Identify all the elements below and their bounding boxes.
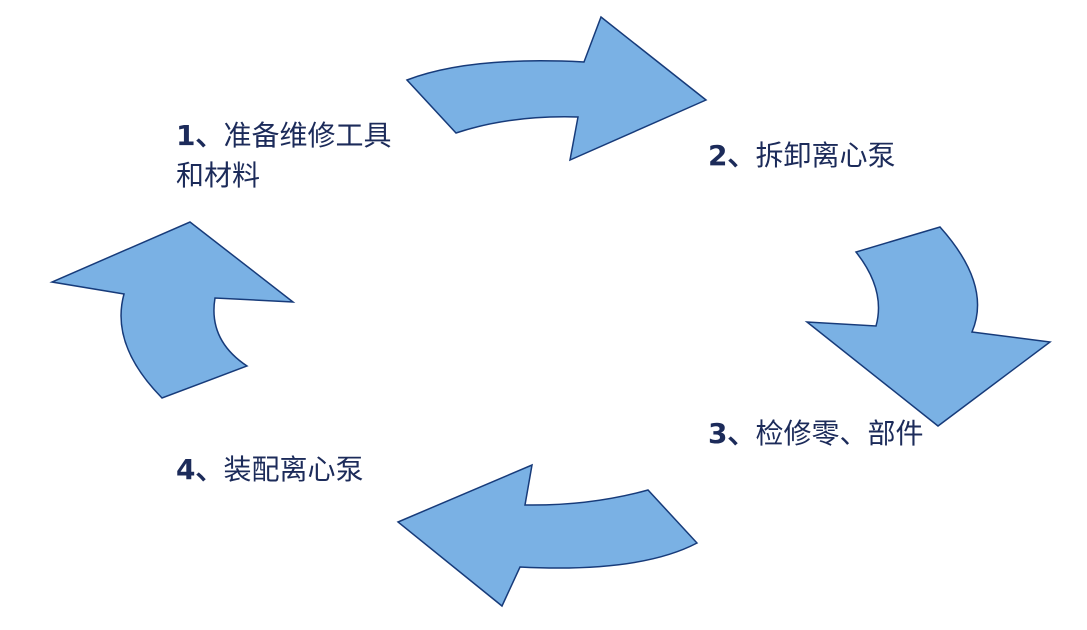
step-1-number: 1、 — [176, 119, 224, 152]
step-4-number: 4、 — [176, 453, 224, 486]
curved-arrow-up-icon — [49, 221, 296, 399]
step-3-text: 检修零、部件 — [755, 417, 924, 450]
step-1-text: 准备维修工具和材料 — [176, 119, 392, 192]
step-3-number: 3、 — [708, 417, 756, 450]
step-2-label: 2、拆卸离心泵 — [708, 136, 896, 176]
step-2-number: 2、 — [708, 139, 756, 172]
curved-arrow-left-icon — [396, 463, 699, 608]
step-3-label: 3、检修零、部件 — [708, 414, 938, 454]
step-2-text: 拆卸离心泵 — [755, 139, 896, 172]
step-4-text: 装配离心泵 — [223, 453, 364, 486]
step-4-label: 4、装配离心泵 — [176, 450, 364, 490]
step-1-label: 1、准备维修工具和材料 — [176, 116, 406, 196]
curved-arrow-right-icon — [405, 15, 708, 162]
curved-arrow-down-icon — [804, 226, 1052, 427]
